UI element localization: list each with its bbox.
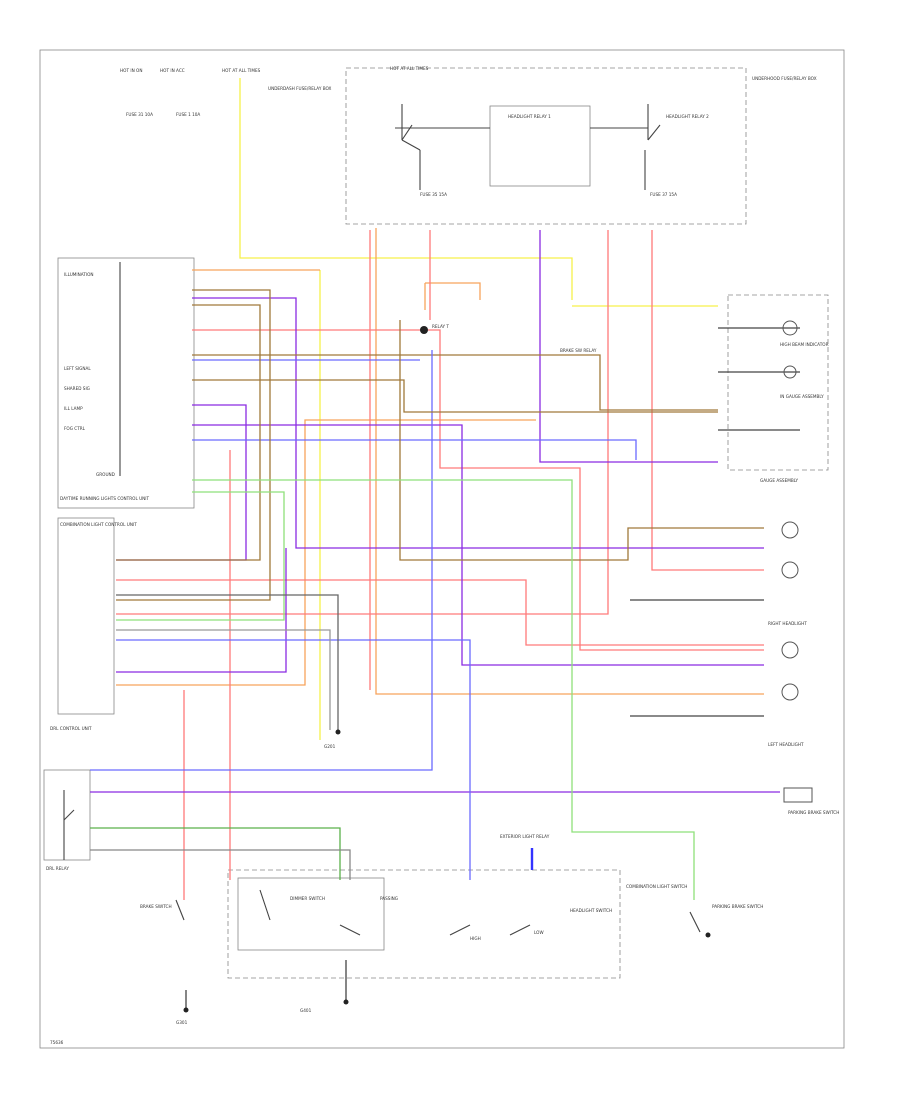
headlight-switch-label: HEADLIGHT SWITCH <box>570 908 612 913</box>
fuse-e-label: FUSE 1 10A <box>176 112 200 117</box>
headlight-relay-1-label: HEADLIGHT RELAY 1 <box>508 114 551 119</box>
passing-label: PASSING <box>380 896 398 901</box>
left-headlight-high-icon <box>781 641 799 659</box>
dimmer-switch-label: DIMMER SWITCH <box>290 896 325 901</box>
drl-relay-label: DRL RELAY <box>46 866 69 871</box>
wire-brown-1 <box>116 289 271 601</box>
wire-green-2 <box>116 491 285 621</box>
wire-blue-4 <box>116 639 471 880</box>
ground-g201-icon <box>335 729 341 735</box>
headlight-relay-1 <box>489 105 591 187</box>
high-beam-indicator-icon <box>782 320 798 336</box>
switch-contacts <box>175 889 701 936</box>
fuse-b-label: HOT IN ACC <box>160 68 185 73</box>
daytime-running-light-unit <box>57 257 195 509</box>
fuse-37-label: FUSE 37 15A <box>650 192 677 197</box>
wire-purple-5 <box>539 230 718 463</box>
left-signal-label: LEFT SIGNAL <box>64 366 91 371</box>
wire-red-3 <box>651 230 764 571</box>
indicator-lamp-icon <box>783 365 797 379</box>
in-gauge-label: IN GAUGE ASSEMBLY <box>780 394 824 399</box>
wire-brown-2 <box>116 304 261 561</box>
right-headlight-low-icon <box>781 561 799 579</box>
ill-lamp-label: ILL LAMP <box>64 406 83 411</box>
wire-yellow-1 <box>239 78 573 300</box>
parking-brake-sw-label: PARKING BRAKE SWITCH <box>712 904 763 909</box>
shared-sig-label: SHARED SIG <box>64 386 90 391</box>
diagram-code-label: 75636 <box>50 1040 64 1045</box>
wire-purple-1 <box>192 297 764 549</box>
drl-control-label: DRL CONTROL UNIT <box>50 726 92 731</box>
fog-ctrl-label: FOG CTRL <box>64 426 86 431</box>
ground-g201-label: G201 <box>324 744 336 749</box>
dimmer-switch-box <box>237 877 385 951</box>
wire-orange-2 <box>425 282 481 300</box>
wire-brown-3 <box>192 379 718 413</box>
ground-g101-icon <box>705 932 711 938</box>
illum-label: ILLUMINATION <box>64 272 94 277</box>
fuse-c-label: HOT AT ALL TIMES <box>222 68 261 73</box>
right-headlight-high-icon <box>781 521 799 539</box>
brake-sw-label: BRAKE SWITCH <box>140 904 172 909</box>
headlight-relay-2-label: HEADLIGHT RELAY 2 <box>666 114 709 119</box>
ground-label: GROUND <box>96 472 115 477</box>
ground-g301-label: G301 <box>176 1020 188 1025</box>
wire-green-3 <box>90 827 341 880</box>
outer-frame <box>39 49 845 1049</box>
gauge-assembly-label: GAUGE ASSEMBLY <box>760 478 798 483</box>
high-beam-ind-label: HIGH BEAM INDICATOR <box>780 342 829 347</box>
ground-g401-label: G401 <box>300 1008 312 1013</box>
drl-relay-box <box>43 769 91 861</box>
wire-blue-1 <box>90 350 433 771</box>
left-headlight-label: LEFT HEADLIGHT <box>768 742 804 747</box>
parking-brake-indicator-icon <box>783 787 813 803</box>
combination-light-unit <box>57 517 115 715</box>
wire-green-1 <box>192 479 695 900</box>
gauge-assembly <box>727 294 829 471</box>
wire-orange-4 <box>375 228 764 695</box>
combination-switch-box <box>227 869 621 979</box>
parking-brake-label: PARKING BRAKE SWITCH <box>788 810 839 815</box>
fuse-a-label: HOT IN ON <box>120 68 142 73</box>
underhood-label: UNDERHOOD FUSE/RELAY BOX <box>752 76 817 81</box>
high-label: HIGH <box>470 936 481 941</box>
wire-layer <box>90 78 800 1010</box>
combination-ctrl-label: COMBINATION LIGHT CONTROL UNIT <box>60 522 137 527</box>
wire-gray-1 <box>116 594 339 730</box>
ground-g301-icon <box>183 1007 189 1013</box>
relay-t-icon <box>420 326 428 334</box>
underdash-label: UNDERDASH FUSE/RELAY BOX <box>268 86 332 91</box>
fuse-35-label: FUSE 35 15A <box>420 192 447 197</box>
relay-t-label: RELAY T <box>432 324 449 329</box>
wire-blue-3 <box>192 439 637 460</box>
wire-red-4 <box>192 329 764 651</box>
exterior-light-label: EXTERIOR LIGHT RELAY <box>500 834 550 839</box>
hot-all-label: HOT AT ALL TIMES <box>390 66 429 71</box>
wire-red-2 <box>116 230 609 615</box>
wire-purple-3 <box>192 424 764 666</box>
ground-g401-icon <box>343 999 349 1005</box>
ground-symbols <box>183 326 711 1013</box>
low-label: LOW <box>534 930 544 935</box>
left-headlight-low-icon <box>781 683 799 701</box>
daytime-ctrl-label: DAYTIME RUNNING LIGHTS CONTROL UNIT <box>60 496 150 501</box>
wire-orange-3 <box>116 419 536 686</box>
fuse-d-label: FUSE 31 10A <box>126 112 153 117</box>
underhood-box <box>345 67 747 225</box>
wire-purple-2 <box>116 404 247 561</box>
lamp-layer <box>781 320 813 803</box>
brake-relay-label: BRAKE SW RELAY <box>560 348 597 353</box>
combo-switch-label: COMBINATION LIGHT SWITCH <box>626 884 687 889</box>
right-headlight-label: RIGHT HEADLIGHT <box>768 621 807 626</box>
